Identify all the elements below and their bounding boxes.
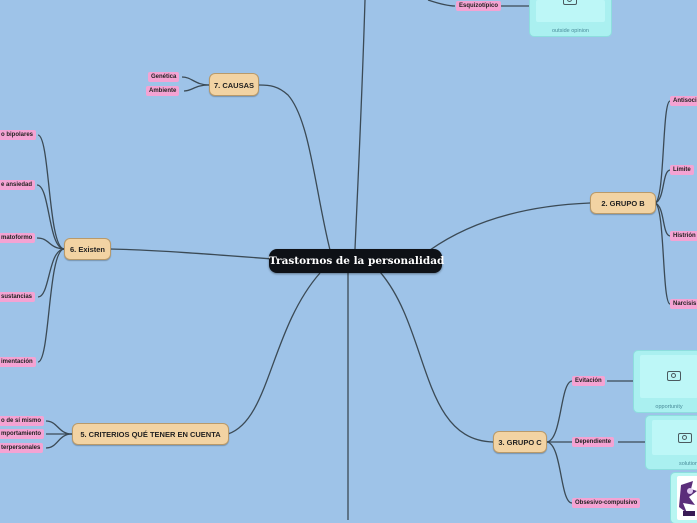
subtopic-obsesivo-compulsivo[interactable]: Obsesivo-compulsivo [572,498,640,508]
subtopic-evitacion[interactable]: Evitación [572,376,605,386]
main-topic-causas[interactable]: 7. CAUSAS [209,73,259,96]
subtopic-ambiente[interactable]: Ambiente [146,86,179,96]
subtopic-trastornos-bipolares[interactable]: o bipolares [0,130,36,140]
card-solution[interactable]: solution [646,416,697,469]
main-topic-grupo-b[interactable]: 2. GRUPO B [590,192,656,214]
main-topic-grupo-c[interactable]: 3. GRUPO C [493,431,547,453]
card-caption: outside opinion [530,28,611,34]
subtopic-dependiente[interactable]: Dependiente [572,437,614,447]
subtopic-esquizotipico[interactable]: Esquizotípico [456,1,501,11]
subtopic-genetica[interactable]: Genética [148,72,179,82]
card-caption: solution [646,461,697,467]
central-topic[interactable]: Trastornos de la personalidad [269,249,442,273]
card-character-image[interactable] [671,473,697,523]
main-topic-existen[interactable]: 6. Existen [64,238,111,260]
camera-icon [563,0,577,5]
subtopic-relaciones-interpersonales[interactable]: terpersonales [0,443,43,453]
subtopic-limite[interactable]: Límite [670,165,694,175]
card-caption: opportunity [634,404,697,410]
subtopic-comportamiento[interactable]: mportamiento [0,429,44,439]
camera-icon [678,433,692,443]
subtopic-histrionico[interactable]: Histrión [670,231,697,241]
subtopic-narcisista[interactable]: Narcisis [670,299,697,309]
subtopic-alimentacion[interactable]: imentación [0,357,36,367]
subtopic-imagen-de-si-mismo[interactable]: o de sí mismo [0,416,44,426]
subtopic-somatoformo[interactable]: matoformo [0,233,35,243]
subtopic-sustancias[interactable]: sustancias [0,292,35,302]
camera-icon [667,371,681,381]
card-opportunity[interactable]: opportunity [634,351,697,412]
subtopic-antisocial[interactable]: Antisoci [670,96,697,106]
card-outside-opinion[interactable]: outside opinion [530,0,611,36]
main-topic-criterios[interactable]: 5. CRITERIOS QUÉ TENER EN CUENTA [72,423,229,445]
character-icon [675,475,697,521]
subtopic-trastornos-ansiedad[interactable]: e ansiedad [0,180,35,190]
